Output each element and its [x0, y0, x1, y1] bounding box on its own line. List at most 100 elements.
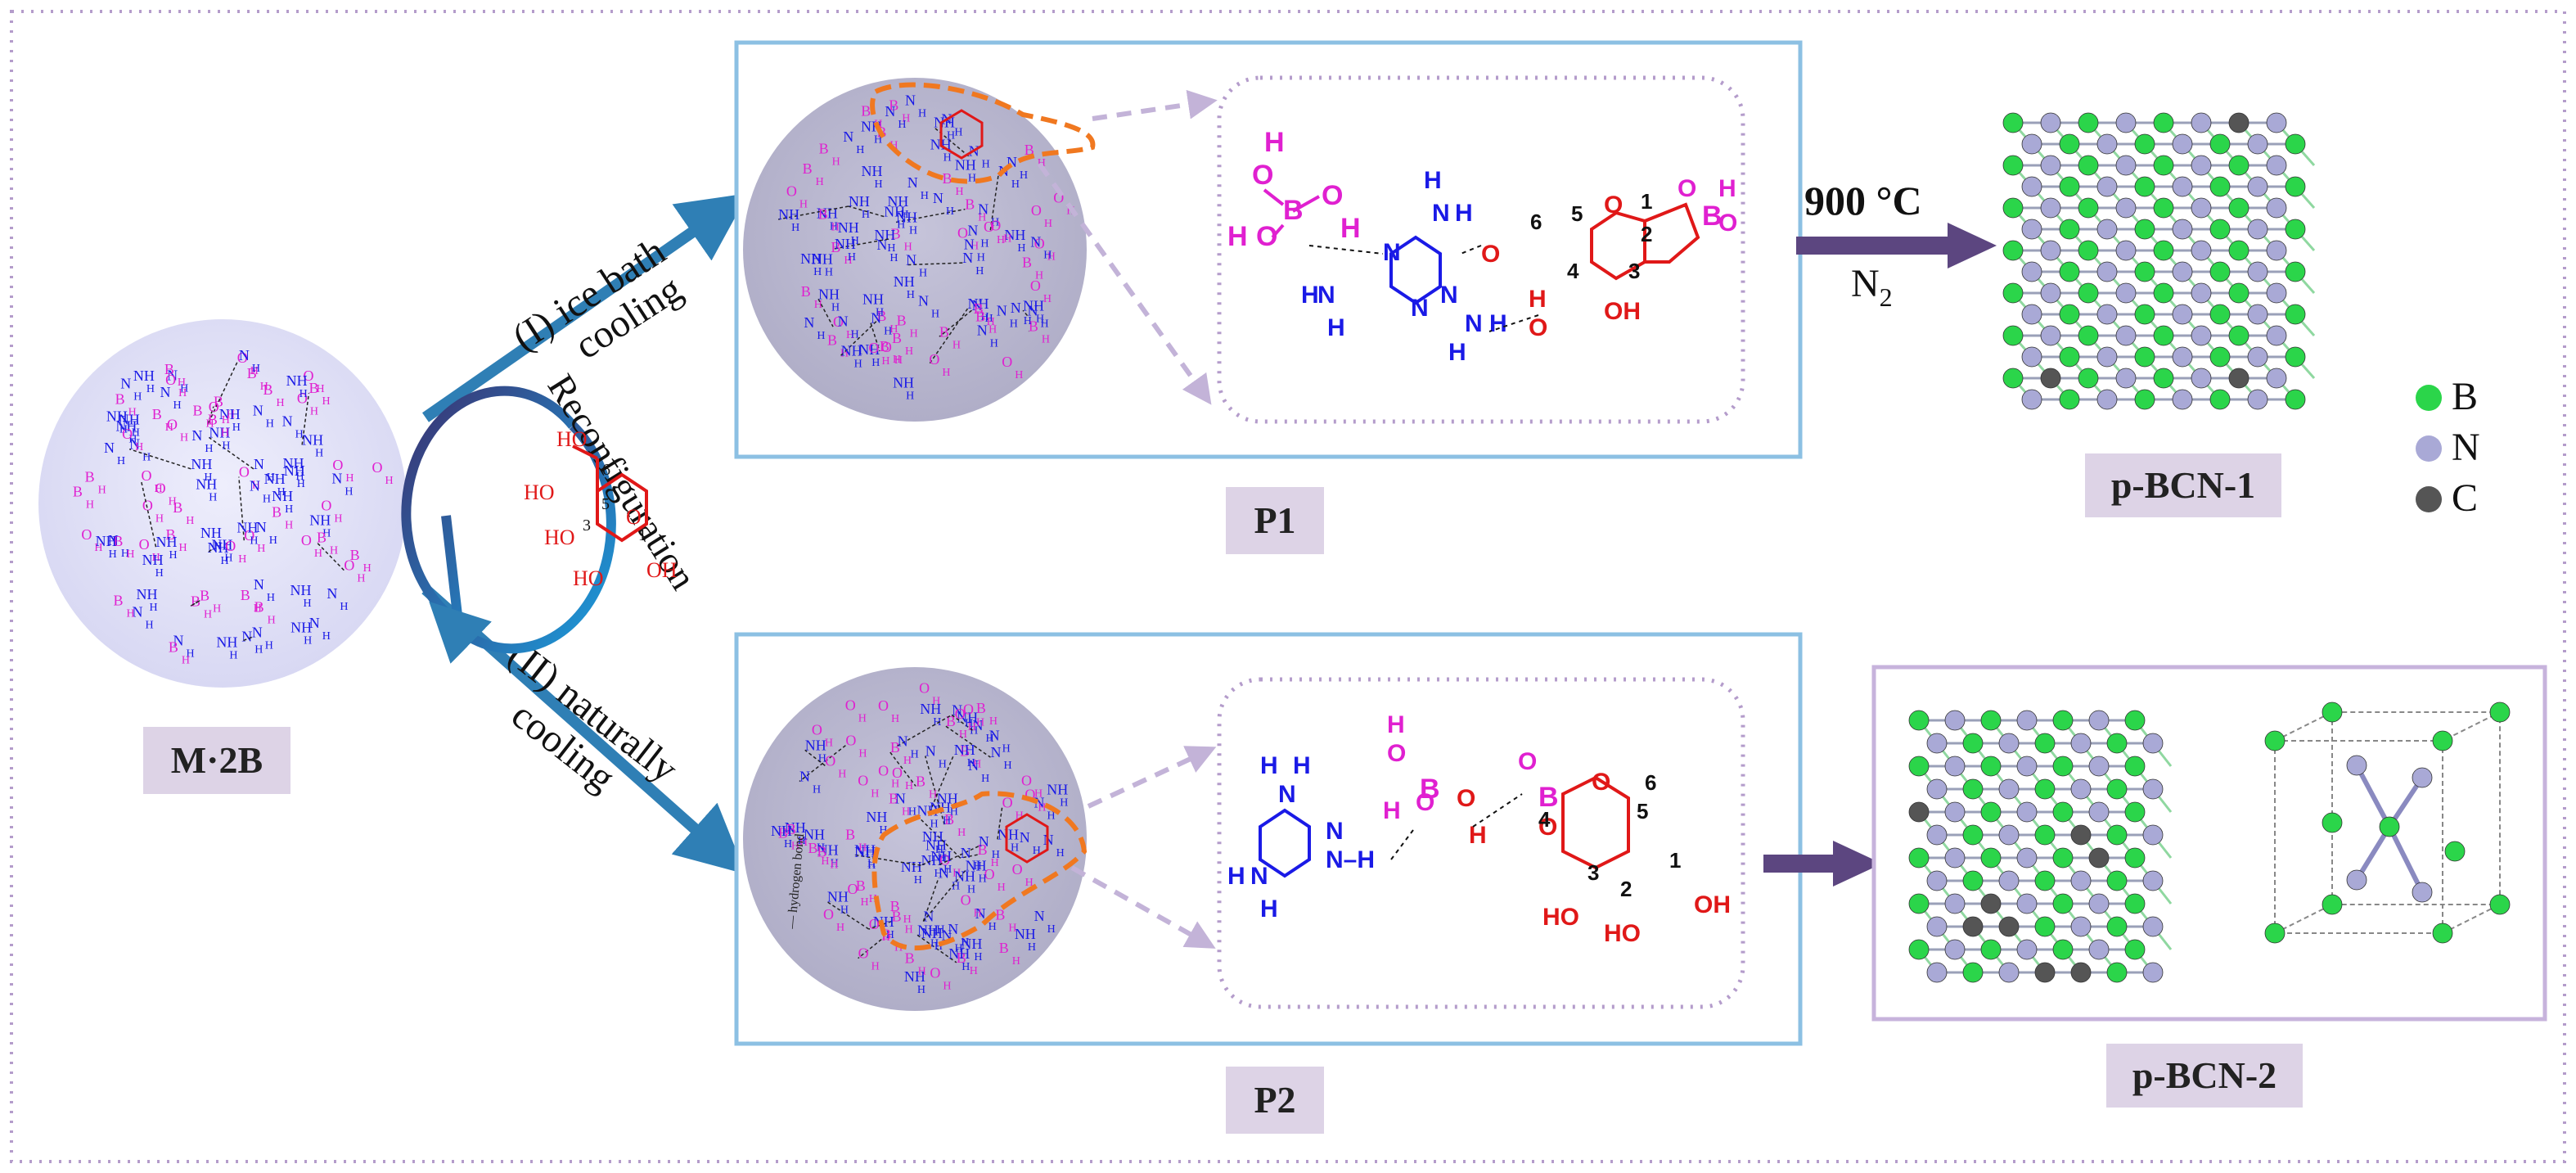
network-atom: N — [256, 519, 267, 535]
svg-text:H: H — [884, 326, 892, 338]
p1-zoom-box — [1217, 75, 1745, 424]
svg-text:H: H — [967, 757, 975, 769]
network-atom: O — [786, 183, 797, 200]
p-bcn-2-atom — [2016, 893, 2038, 914]
svg-text:O: O — [1518, 748, 1537, 775]
svg-text:H: H — [1387, 711, 1405, 738]
svg-text:H: H — [943, 151, 952, 164]
network-atom: B — [803, 160, 813, 177]
p-bcn-2-atom — [2124, 801, 2146, 823]
network-atom: O — [869, 916, 880, 932]
svg-text:H: H — [133, 390, 142, 403]
network-atom: B — [85, 469, 95, 485]
svg-text:H: H — [836, 922, 844, 934]
svg-text:H: H — [345, 472, 354, 485]
p-bcn-2-atom — [2016, 847, 2038, 868]
svg-text:H: H — [851, 329, 859, 341]
p-bcn-2-atom — [1998, 824, 2020, 846]
svg-text:H: H — [968, 173, 976, 185]
svg-text:H: H — [935, 844, 943, 856]
p-bcn-1-atom — [2191, 368, 2212, 389]
network-atom: O — [332, 457, 343, 473]
p1-label: P1 — [1226, 487, 1324, 554]
p-bcn-1-atom — [2172, 176, 2193, 197]
network-atom: B — [1025, 142, 1034, 158]
network-atom: NH — [854, 841, 876, 858]
network-atom: N — [907, 174, 918, 191]
svg-text:H: H — [232, 422, 241, 434]
svg-text:H: H — [831, 858, 839, 870]
p-bcn-1-atom — [2002, 282, 2024, 304]
svg-text:H: H — [871, 357, 880, 369]
p-bcn-1-atom — [2266, 325, 2287, 346]
p-bcn-1-atom — [2191, 325, 2212, 346]
svg-text:H: H — [902, 113, 910, 125]
svg-text:H: H — [967, 883, 975, 896]
unit-cell-atom — [2322, 812, 2343, 833]
svg-text:H: H — [1260, 896, 1278, 923]
network-atom: O — [139, 536, 150, 553]
network-atom: NH — [219, 406, 241, 422]
network-atom: NH — [115, 418, 137, 435]
svg-text:H: H — [997, 234, 1005, 246]
p-bcn-2-atom — [2142, 916, 2164, 937]
p-bcn-2-atom — [2052, 756, 2074, 777]
network-atom: N — [253, 403, 263, 419]
network-atom: B — [786, 821, 796, 837]
network-atom: B — [114, 592, 124, 608]
network-atom: O — [845, 733, 856, 749]
m2b-circle — [38, 319, 407, 688]
svg-text:H: H — [135, 441, 143, 453]
p-bcn-2-atom — [2052, 939, 2074, 960]
p-bcn-1-atom — [2021, 176, 2042, 197]
svg-text:H: H — [918, 965, 926, 977]
svg-text:H: H — [1016, 810, 1024, 823]
svg-text:H: H — [919, 268, 927, 280]
svg-text:H: H — [178, 387, 187, 399]
svg-text:N: N — [1440, 282, 1458, 309]
network-atom: O — [961, 891, 971, 908]
network-atom: B — [308, 380, 318, 396]
network-atom: NH — [1015, 926, 1036, 942]
p-bcn-1-atom — [2002, 112, 2024, 133]
network-atom: B — [831, 239, 840, 255]
network-atom: N — [838, 314, 849, 330]
p-bcn-1-atom — [2209, 133, 2231, 155]
svg-text:H: H — [1047, 251, 1056, 264]
glucose-molecule — [572, 444, 648, 543]
network-atom: B — [778, 824, 788, 841]
p-bcn-2-atom — [1962, 824, 1984, 846]
svg-text:N: N — [1250, 863, 1268, 890]
p-bcn-1-atom — [2153, 155, 2174, 176]
svg-text:2: 2 — [1620, 877, 1632, 901]
p-bcn-1-atom — [2191, 282, 2212, 304]
svg-text:H: H — [173, 399, 182, 412]
network-atom: NH — [921, 852, 942, 868]
svg-text:H: H — [979, 873, 987, 886]
svg-text:H: H — [871, 961, 880, 973]
network-atom: B — [845, 827, 855, 843]
network-atom: B — [890, 739, 900, 756]
network-atom: N — [948, 921, 958, 937]
p-bcn-2-atom — [2052, 847, 2074, 868]
svg-text:H: H — [908, 806, 916, 819]
svg-text:H: H — [889, 323, 898, 336]
svg-text:H: H — [250, 365, 259, 377]
network-atom: N — [331, 471, 342, 487]
p-bcn-1-atom — [2002, 325, 2024, 346]
p-bcn-1-atom — [2266, 240, 2287, 261]
p-bcn-1-atom — [2266, 155, 2287, 176]
svg-text:O: O — [1252, 160, 1273, 191]
network-atom: N — [191, 427, 202, 444]
svg-text:H: H — [269, 535, 277, 547]
svg-text:H: H — [905, 924, 913, 936]
p-bcn-2-atom — [1962, 733, 1984, 754]
network-atom: B — [905, 950, 915, 966]
svg-text:H: H — [891, 713, 899, 725]
p-bcn-1-atom — [2096, 389, 2118, 410]
network-atom: O — [1030, 277, 1041, 294]
p-bcn-2-atom — [1926, 870, 1948, 891]
network-atom: O — [825, 752, 835, 769]
p-bcn-2-atom — [1908, 847, 1930, 868]
